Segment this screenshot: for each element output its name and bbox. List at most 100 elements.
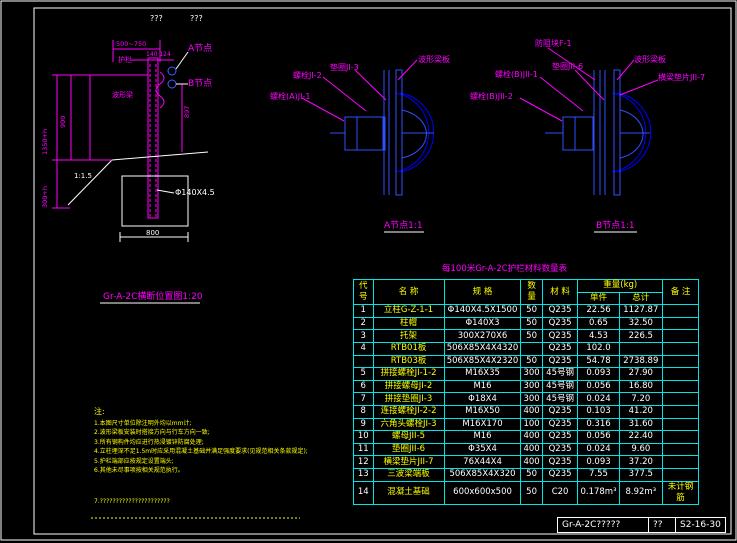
cell-name: 垫圈JII-6 — [372, 442, 445, 457]
cell-note — [662, 367, 699, 381]
header-mat: 材 料 — [541, 278, 579, 306]
header-spec: 规 格 — [443, 278, 522, 306]
cell-name: 拼接螺栓JI-1-2 — [372, 367, 445, 381]
note-line: 4.立柱埋深不足1.5m时应采用混凝土基础并满足强度要求(见规范相关条款规定); — [94, 448, 308, 455]
cell-note — [662, 455, 699, 469]
dim-h: 300+h — [41, 186, 49, 208]
cell-total: 22.40 — [618, 430, 664, 444]
cell-total: 1127.87 — [618, 304, 664, 318]
cell-mat: Q235 — [541, 417, 579, 432]
dim-top: 500~750 — [116, 40, 147, 48]
cell-name: 六角头螺栓JI-3 — [372, 417, 445, 432]
cell-total: 32.50 — [618, 316, 664, 331]
cell-note — [662, 392, 699, 406]
cell-no: 2 — [353, 316, 374, 331]
notes-title: 注: — [94, 407, 105, 416]
note-line: 2.波形梁板安装时搭接方向与行车方向一致; — [94, 429, 210, 436]
cell-spec: 600x600x500 — [443, 480, 522, 505]
cell-unit: 0.65 — [577, 316, 620, 331]
note-line: 5.护栏端部应按规定设置端头; — [94, 457, 174, 465]
cell-spec: Φ140X4.5X1500 — [443, 304, 522, 318]
dim-1350: 1350+h — [41, 128, 49, 155]
cell-unit: 0.103 — [577, 404, 620, 419]
cell-unit: 102.0 — [577, 341, 620, 356]
detail-b-label-4: 横梁垫片JII-7 — [658, 73, 706, 82]
drawing-code: S2-16-30 — [680, 520, 721, 530]
cell-name: RTB03板 — [372, 354, 445, 369]
cell-qty: 50 — [520, 316, 543, 331]
detail-a-label-2: 垫圈JI-3 — [330, 63, 359, 72]
pipe-label: Φ140X4.5 — [175, 188, 215, 197]
note-line: 7.?????????????????????? — [94, 497, 170, 505]
cell-no: 4 — [353, 341, 374, 356]
cell-no: 14 — [353, 480, 374, 505]
cell-unit: 54.78 — [577, 354, 620, 369]
node-b-label: B节点 — [188, 79, 213, 89]
cell-qty: 400 — [520, 455, 543, 469]
cell-name: 螺母JII-5 — [372, 430, 445, 444]
note-line: 3.所有钢构件均应进行热浸镀锌防腐处理; — [94, 438, 204, 446]
detail-a-drawing — [301, 59, 435, 196]
cell-name: 横梁垫片JII-7 — [372, 455, 445, 469]
cell-total: 377.5 — [618, 467, 664, 482]
drawing-name: Gr-A-2C????? — [558, 518, 649, 532]
cell-no: 7 — [353, 392, 374, 406]
detail-b-label-1: 螺栓(B)JII-1 — [495, 70, 538, 79]
cell-no: 5 — [353, 367, 374, 381]
cell-mat: Q235 — [541, 467, 579, 482]
detail-b-label-5: 螺栓(B)JII-2 — [470, 92, 513, 101]
note-line: 1.本图尺寸单位除注明外均以mm计; — [94, 419, 192, 427]
cell-no: 10 — [353, 430, 374, 444]
cell-qty: 300 — [520, 367, 543, 381]
detail-a-label-4: 螺栓(A)JI-1 — [270, 92, 311, 101]
cell-spec: M16X50 — [443, 404, 522, 419]
cell-total: 9.60 — [618, 442, 664, 457]
cell-qty: 50 — [520, 329, 543, 343]
dim-right: 897 — [183, 105, 191, 118]
table-subheader-row: 单件 总计 — [354, 291, 699, 306]
cell-no: 8 — [353, 404, 374, 419]
cell-spec: M16X170 — [443, 417, 522, 432]
cell-name: 拼接螺母JI-2 — [372, 379, 445, 394]
header-unit: 单件 — [577, 291, 620, 306]
detail-a-label-3: 波形梁板 — [418, 55, 450, 64]
cell-note — [662, 442, 699, 457]
cell-qty: 50 — [520, 354, 543, 369]
detail-b-drawing — [519, 47, 659, 196]
cell-mat: Q235 — [541, 404, 579, 419]
table-header-row: 代号 名 称 规 格 数量 材 料 重量(kg) 备 注 — [353, 278, 699, 306]
cell-unit: 0.093 — [577, 455, 620, 469]
cell-mat: Q235 — [541, 354, 579, 369]
cell-unit: 0.056 — [577, 430, 620, 444]
drawing-q: ?? — [649, 518, 676, 532]
cell-unit: 0.056 — [577, 379, 620, 394]
cell-spec: 506X85X4X320 — [443, 467, 522, 482]
cell-name: 三波梁端板 — [372, 467, 445, 482]
cell-note — [662, 404, 699, 419]
cell-mat: Q235 — [541, 442, 579, 457]
header-weight: 重量(kg) — [577, 279, 664, 293]
cell-note — [662, 379, 699, 394]
notes-block: 注: 1.本图尺寸单位除注明外均以mm计; 2.波形梁板安装时搭接方向与行车方向… — [94, 407, 308, 506]
detail-b-caption: B节点1:1 — [596, 221, 635, 231]
cell-spec: Φ140X3 — [443, 316, 522, 331]
slope-label: 1:1.5 — [74, 172, 92, 180]
dim-800: 800 — [146, 229, 160, 237]
cell-mat: 45号钢 — [541, 392, 579, 406]
cell-name: 柱帽 — [372, 316, 445, 331]
cell-mat: Q235 — [541, 329, 579, 343]
header-note: 备 注 — [662, 278, 699, 306]
cell-note — [662, 430, 699, 444]
